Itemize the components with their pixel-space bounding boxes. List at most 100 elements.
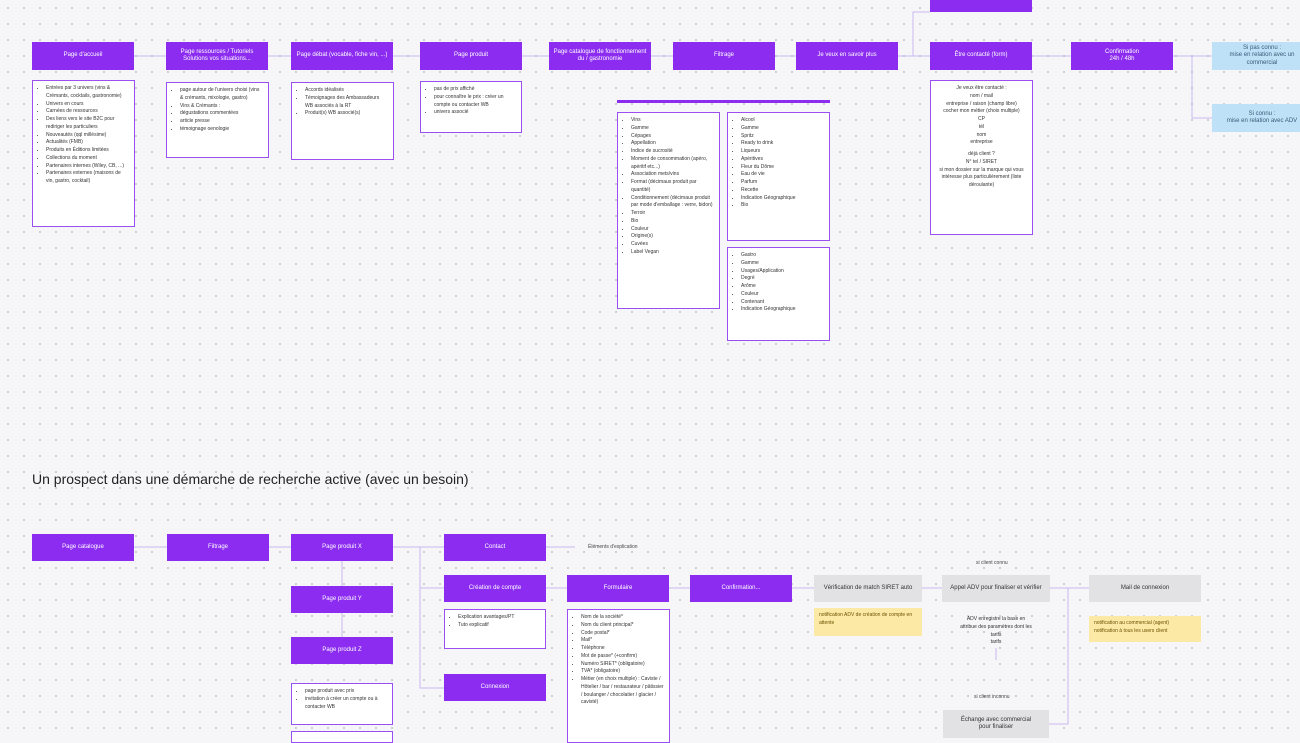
node-hidden-top[interactable]	[930, 0, 1032, 12]
node-page-produit[interactable]: Page produit	[420, 42, 522, 70]
note-item: TVA* (obligatoire)	[581, 668, 664, 676]
note-line: CP	[978, 116, 985, 122]
node-page-accueil[interactable]: Page d'accueil	[32, 42, 134, 70]
node-creation-compte[interactable]: Création de compte	[444, 575, 546, 602]
note-item: Indication Géographique	[741, 195, 824, 203]
note-item: Nom de la société*	[581, 614, 664, 622]
note-stub	[291, 731, 393, 743]
connector	[1049, 588, 1069, 725]
node-confirmation[interactable]: Confirmation 24h / 48h	[1071, 42, 1173, 70]
note-item: Format (décimaux produit par quantité)	[631, 179, 714, 195]
node-label: Échange avec commercial pour finaliser	[960, 716, 1032, 731]
node-mail-connexion[interactable]: Mail de connexion	[1089, 575, 1201, 602]
note-item: témoignage oenologie	[180, 126, 263, 134]
note-line: nom / mail	[969, 92, 994, 99]
note-item: Cuvées	[631, 241, 714, 249]
node-formulaire[interactable]: Formulaire	[567, 575, 669, 602]
note-item: Produit(s) WB associé(s)	[305, 110, 388, 118]
note-item: Vins	[631, 117, 714, 125]
connector	[1191, 56, 1212, 119]
node-page-produit-y[interactable]: Page produit Y	[291, 586, 393, 613]
note-item: Entrées par 3 univers (vins & Crémants, …	[46, 85, 129, 101]
note-item: Vins & Crémants :	[180, 103, 263, 111]
note-item: Gastro	[741, 252, 824, 260]
node-verification-siret[interactable]: Vérification de match SIRET auto	[814, 575, 922, 602]
node-contact[interactable]: Contact	[444, 534, 546, 561]
note-line: si mon dossier sur la marque qui vous in…	[939, 166, 1024, 189]
node-echange-commercial[interactable]: Échange avec commercial pour finaliser	[943, 710, 1049, 738]
node-appel-adv[interactable]: Appel ADV pour finaliser et vérifier	[942, 575, 1050, 602]
note-line: entreprise / raison (champ libre)	[946, 100, 1017, 107]
note-item: Univers en cours	[46, 101, 129, 109]
note-line: entreprise	[970, 139, 993, 146]
note-page-debat: Accords idéalisés Témoignages des Ambass…	[291, 82, 394, 160]
section-title-recherche-active: Un prospect dans une démarche de recherc…	[32, 471, 469, 487]
node-page-produit-z[interactable]: Page produit Z	[291, 637, 393, 664]
node-page-ressources[interactable]: Page ressources / Tutoriels Solutions vo…	[166, 42, 268, 70]
note-line: nom	[976, 131, 987, 138]
node-page-debat[interactable]: Page débat (vocable, fiche vin, ...)	[291, 42, 393, 70]
note-filtre-vins: Vins Gamme Cépages Appellation Indice de…	[617, 112, 720, 309]
node-label: Page débat (vocable, fiche vin, ...)	[296, 52, 388, 59]
note-line: N° tel / SIRET	[965, 158, 998, 165]
note-item: page autour de l'univers choisi (vins & …	[180, 87, 263, 103]
note-item: Arôme	[741, 283, 824, 291]
note-item: Cépages	[631, 133, 714, 141]
note-item: Fleur du Dôme	[741, 164, 824, 172]
note-item: Des liens vers le site B2C pour redirige…	[46, 116, 129, 132]
note-item: Ready to drink	[741, 140, 824, 148]
note-item: Degré	[741, 275, 824, 283]
node-en-savoir-plus[interactable]: Je veux en savoir plus	[796, 42, 898, 70]
note-filtre-alcool: Alcool Gamme Spritz Ready to drink Lique…	[727, 112, 830, 241]
note-item: Carnées de ressources	[46, 108, 129, 116]
note-item: Liqueurs	[741, 148, 824, 156]
note-line: Je veux être contacté :	[956, 85, 1007, 91]
node-label: Page d'accueil	[63, 52, 103, 59]
node-connexion[interactable]: Connexion	[444, 674, 546, 701]
note-item: Apéritives	[741, 156, 824, 164]
note-line: déjà client ?	[968, 151, 995, 157]
node-label: Création de compte	[468, 584, 522, 591]
node-filtrage-2[interactable]: Filtrage	[167, 534, 269, 561]
node-page-catalogue[interactable]: Page catalogue de fonctionnement du / ga…	[549, 42, 651, 70]
note-item: univers associé	[434, 109, 516, 117]
note-item: Nom du client principal*	[581, 622, 664, 630]
note-item: Téléphone	[581, 645, 664, 653]
node-label: Page ressources / Tutoriels Solutions vo…	[180, 48, 254, 63]
node-page-produit-x[interactable]: Page produit X	[291, 534, 393, 561]
note-item: Accords idéalisés	[305, 87, 388, 95]
node-label: Formulaire	[603, 584, 633, 591]
note-item: Numéro SIRET* (obligatoire)	[581, 661, 664, 669]
note-page-produit: pas de prix affiché pour connaître le pr…	[420, 81, 522, 133]
connector	[393, 546, 444, 689]
note-item: notification ADV de création de compte e…	[819, 612, 913, 626]
note-item: Label Vegan	[631, 249, 714, 257]
node-label: Si pas connu : mise en relation avec un …	[1229, 44, 1295, 66]
node-filtrage[interactable]: Filtrage	[673, 42, 775, 70]
note-item: Explication avantages/PT	[458, 614, 540, 622]
node-label: Connexion	[480, 683, 510, 690]
note-item: Témoignages des Ambassadeurs WB associés…	[305, 95, 388, 111]
note-item: Terroir	[631, 210, 714, 218]
label-si-client-inconnu: si client inconnu	[974, 694, 1010, 700]
note-item: Partenaires externes (maisons de vin, ga…	[46, 170, 129, 186]
note-item: Indication Géographique	[741, 306, 824, 314]
note-page-ressources: page autour de l'univers choisi (vins & …	[166, 82, 269, 158]
note-line: ADV enregistre la base en	[966, 616, 1026, 622]
node-etre-contacte[interactable]: Être contacté (form)	[930, 42, 1032, 70]
node-si-pas-connu[interactable]: Si pas connu : mise en relation avec un …	[1212, 42, 1300, 70]
node-page-catalogue-2[interactable]: Page catalogue	[32, 534, 134, 561]
node-label: Page catalogue	[62, 543, 104, 550]
note-item: Produits en Éditions limitées	[46, 147, 129, 155]
sticky-note-siret: notification ADV de création de compte e…	[814, 608, 922, 636]
node-label: Confirmation...	[721, 584, 761, 591]
node-si-connu[interactable]: Si connu : mise en relation avec ADV	[1212, 104, 1300, 132]
label-si-client-connu: si client connu	[976, 560, 1008, 566]
note-item: Métier (en choix multiple) : Caviste / H…	[581, 676, 664, 707]
node-confirmation-2[interactable]: Confirmation...	[690, 575, 792, 602]
note-item: Spritz	[741, 133, 824, 141]
node-label: Page produit	[453, 52, 489, 59]
note-item: Indice de sucrosité	[631, 148, 714, 156]
node-label: Si connu : mise en relation avec ADV	[1226, 110, 1298, 125]
note-filtre-gastro: Gastro Gamme Usages/Application Degré Ar…	[727, 247, 830, 341]
